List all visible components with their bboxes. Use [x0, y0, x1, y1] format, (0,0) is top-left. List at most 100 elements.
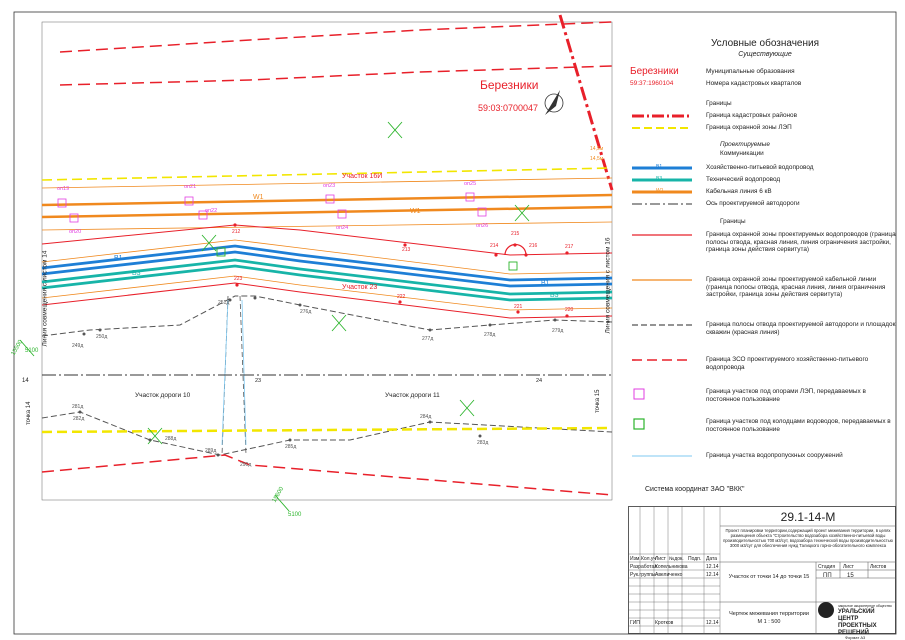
legend-boundaries-head: Границы: [706, 100, 732, 107]
legend-culvert-text: Граница участка водопропускных сооружени…: [706, 452, 843, 459]
grid-crosses: [19, 121, 530, 512]
tb-gip-role: ГИП: [630, 620, 640, 626]
grey-point-289: 289д: [205, 448, 217, 454]
grey-point-285: 285д: [285, 444, 297, 450]
grey-point-277: 276д: [300, 309, 312, 315]
power-zone-upper: [41, 167, 613, 181]
legend-zone-cable-symbol: [632, 279, 692, 281]
tb-gip-name: Кротков: [655, 620, 674, 626]
grey-point-278: 277д: [422, 336, 434, 342]
tb-dev-name: Копельникова: [655, 564, 688, 570]
technical-water-pipe-2: [41, 264, 613, 302]
tb-scale: М 1 : 500: [757, 619, 781, 625]
tb-gip-date: 12.14: [706, 620, 719, 626]
legend-road-strip-text: Граница полосы отвода проектируемой авто…: [706, 321, 896, 336]
legend-boundaries-head2: Границы: [720, 218, 746, 225]
outer-frame: [13, 11, 897, 635]
pole-label-21: оп21: [184, 184, 197, 190]
legend-pole-plot-symbol: [633, 388, 645, 400]
water-label-b1-right: B1: [541, 280, 550, 287]
legend-projected: Проектируемые: [720, 141, 770, 148]
tb-company-small: закрытое акционерное общество: [838, 604, 892, 608]
tb-company: УРАЛЬСКИЙ ЦЕНТР ПРОЕКТНЫХ РЕШЕНИЙ: [838, 609, 877, 636]
tb-drawing-title: Чертеж межевания территории: [729, 611, 809, 617]
power-zone-lower: [41, 426, 613, 434]
road-right-label: Участок дороги 11: [385, 392, 440, 399]
tb-header-kol: Кол.уч: [641, 556, 656, 562]
water-zone-upper: [41, 224, 613, 256]
red-point-222: 222: [397, 294, 406, 300]
grey-point-250: 250д: [96, 334, 108, 340]
cable-line-2: [41, 205, 613, 219]
legend-road-strip-symbol: [632, 324, 692, 326]
water-label-b1: B1: [114, 255, 123, 262]
red-point-213: 213: [402, 247, 411, 253]
cable-line-1: [41, 193, 613, 207]
cadastral-district-boundary: [558, 14, 614, 191]
grey-point-251: 251д: [218, 300, 230, 306]
tb-stage: ПП: [823, 573, 832, 579]
legend-municipal-sample: Березники: [630, 66, 679, 77]
tb-sheet: 15: [847, 573, 854, 579]
coordinate-system: Система координат ЗАО "ВКК": [645, 486, 745, 493]
tb-header-sign: Подп.: [688, 556, 702, 562]
grey-point-279: 278д: [484, 332, 496, 338]
legend-title: Условные обозначения: [710, 38, 820, 49]
tb-header-list: Лист: [655, 556, 666, 562]
pole-label-19: оп19: [57, 186, 70, 192]
right-side-note: Линия совмещения с листом 16: [604, 237, 612, 334]
legend-tech-text: Технический водопровод: [706, 176, 781, 183]
legend-quarter-sample: 59:37:1960104: [630, 80, 674, 87]
plan-frame: [41, 21, 613, 501]
cable-label-1: W1: [253, 194, 264, 201]
legend-axis-symbol: [632, 203, 692, 205]
legend-tech-sym-label: В3: [656, 176, 663, 182]
place-name: Березники: [480, 78, 539, 92]
drinking-water-pipe: [41, 244, 613, 282]
legend-culvert-symbol: [632, 455, 692, 457]
tb-code: 29.1-14-М: [780, 510, 836, 524]
left-side-note: Линия совмещения с листом 14: [41, 250, 49, 347]
legend-municipal-text: Муниципальные образования: [706, 68, 795, 75]
left-point: точка 14: [26, 401, 32, 425]
legend-cable-text: Кабельная линия 6 кВ: [706, 188, 772, 195]
tb-header-doc: №док.: [669, 556, 684, 562]
red-point-216: 216: [529, 243, 538, 249]
legend-water-text: Хозяйственно-питьевой водопровод: [706, 164, 814, 171]
red-point-214: 214: [490, 243, 499, 249]
section-23-label: Участок 23: [342, 284, 378, 291]
legend-cable-sym-label: W1: [656, 188, 664, 194]
zso-boundary-lower: [41, 454, 613, 496]
red-point-212: 212: [232, 229, 241, 235]
legend-well-plot-symbol: [633, 418, 645, 430]
title-block-grid: [628, 506, 896, 634]
cable-zone-lower: [41, 221, 613, 231]
legend-cable-symbol: [632, 190, 692, 194]
grid-mark-4: 5100: [288, 512, 302, 518]
zso-boundary-top2: [59, 65, 613, 86]
grey-point-290: 290д: [240, 462, 252, 468]
tb-dev-date: 12.14: [706, 564, 719, 570]
water-label-b3: B3: [132, 270, 141, 277]
legend-communications: Коммуникации: [720, 150, 764, 157]
red-point-221: 221: [514, 304, 523, 310]
legend-existing: Существующие: [738, 51, 792, 58]
pole-plots: [57, 192, 487, 223]
legend-water-symbol: [632, 166, 692, 170]
red-point-217: 217: [565, 244, 574, 250]
cadastral-quarter: 59:03:0700047: [478, 103, 539, 113]
legend-axis-text: Ось проектируемой автодороги: [706, 200, 800, 207]
culvert-boundary: [221, 299, 247, 446]
legend-tech-symbol: [632, 178, 692, 182]
well-plots: [216, 247, 518, 271]
tb-sheet-title: Участок от точки 14 до точки 15: [728, 574, 810, 580]
pole-label-24: оп24: [336, 225, 349, 231]
road-strip-lower: [41, 411, 613, 456]
water-label-b3-right: B3: [550, 292, 559, 299]
section-16-label: Участок 16И: [342, 173, 383, 180]
red-point-215: 215: [511, 231, 520, 237]
grey-point-249: 249д: [72, 343, 84, 349]
cable-zone-water-upper: [41, 239, 613, 275]
